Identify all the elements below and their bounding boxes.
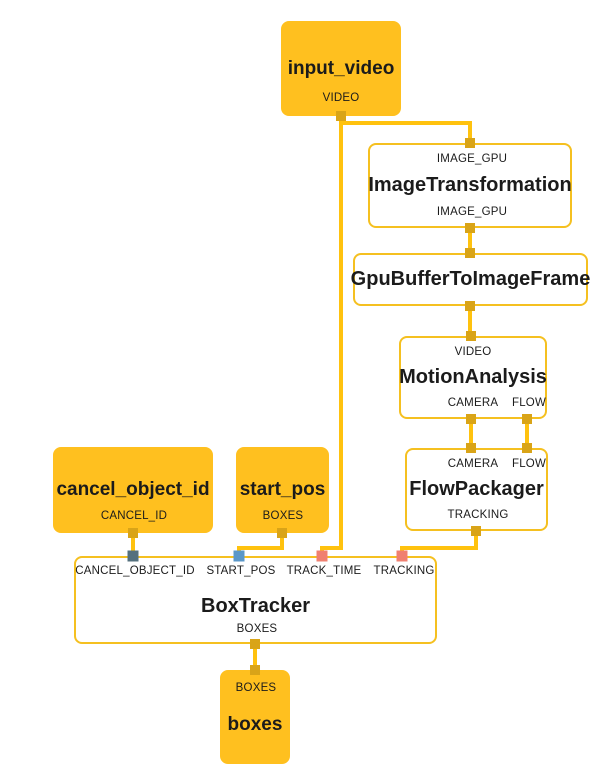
port-label-start-pos-in: START_POS <box>206 565 276 577</box>
edge-flowpackager-to-boxtracker-tracking <box>400 531 478 556</box>
node-title: cancel_object_id <box>56 479 210 501</box>
node-boxes[interactable]: BOXES boxes <box>220 670 290 764</box>
port-label-boxes-in: BOXES <box>235 682 277 694</box>
port-box-tracker-in-track-time[interactable] <box>316 550 328 562</box>
port-label-image-gpu-out: IMAGE_GPU <box>436 206 508 218</box>
node-start-pos[interactable]: start_pos BOXES <box>236 447 329 533</box>
port-motion-analysis-out-flow[interactable] <box>522 414 532 424</box>
port-flow-packager-in-camera[interactable] <box>466 443 476 453</box>
port-label-video: VIDEO <box>322 92 360 104</box>
port-label-camera-in: CAMERA <box>447 458 499 470</box>
port-label-cancel-id: CANCEL_ID <box>100 510 168 522</box>
port-start-pos-out[interactable] <box>277 528 287 538</box>
node-title: BoxTracker <box>201 594 310 617</box>
port-label-tracking-in: TRACKING <box>373 565 435 577</box>
port-flow-packager-in-flow[interactable] <box>522 443 532 453</box>
port-box-tracker-in-tracking[interactable] <box>396 550 408 562</box>
port-gpu-buffer-out[interactable] <box>465 301 475 311</box>
port-image-transformation-in[interactable] <box>465 138 475 148</box>
edge-startpos-to-boxtracker <box>237 533 284 556</box>
port-motion-analysis-in-video[interactable] <box>466 331 476 341</box>
node-motion-analysis[interactable]: VIDEO MotionAnalysis CAMERA FLOW <box>399 336 547 419</box>
port-image-transformation-out[interactable] <box>465 223 475 233</box>
node-image-transformation[interactable]: IMAGE_GPU ImageTransformation IMAGE_GPU <box>368 143 572 228</box>
port-label-flow-out: FLOW <box>511 397 547 409</box>
node-gpu-buffer-to-image-frame[interactable]: GpuBufferToImageFrame <box>350 253 591 306</box>
node-box-tracker[interactable]: CANCEL_OBJECT_ID START_POS TRACK_TIME TR… <box>74 556 437 644</box>
port-box-tracker-in-cancel-object-id[interactable] <box>127 550 139 562</box>
port-box-tracker-out-boxes[interactable] <box>250 639 260 649</box>
port-label-video-in: VIDEO <box>454 346 492 358</box>
node-title: MotionAnalysis <box>399 366 547 388</box>
node-flow-packager[interactable]: CAMERA FLOW FlowPackager TRACKING <box>405 448 548 531</box>
node-title: GpuBufferToImageFrame <box>350 268 591 290</box>
node-title: boxes <box>227 714 283 736</box>
port-label-camera-out: CAMERA <box>447 397 499 409</box>
node-cancel-object-id[interactable]: cancel_object_id CANCEL_ID <box>53 447 213 533</box>
node-title: FlowPackager <box>409 478 544 500</box>
port-boxes-in[interactable] <box>250 665 260 675</box>
port-input-video-out[interactable] <box>336 111 346 121</box>
port-motion-analysis-out-camera[interactable] <box>466 414 476 424</box>
port-label-tracking-out: TRACKING <box>447 509 509 521</box>
node-title: input_video <box>287 57 395 79</box>
node-title: start_pos <box>239 479 326 501</box>
node-title: ImageTransformation <box>368 174 572 196</box>
port-label-boxes-out: BOXES <box>262 510 304 522</box>
port-label-cancel-object-id-in: CANCEL_OBJECT_ID <box>75 565 195 577</box>
node-input-video[interactable]: input_video VIDEO <box>281 21 401 116</box>
edge-inputvideo-to-imagetransformation <box>339 116 472 143</box>
port-cancel-object-id-out[interactable] <box>128 528 138 538</box>
port-label-boxes-out: BOXES <box>236 623 278 635</box>
port-box-tracker-in-start-pos[interactable] <box>233 550 245 562</box>
port-flow-packager-out-tracking[interactable] <box>471 526 481 536</box>
port-label-flow-in: FLOW <box>511 458 547 470</box>
port-gpu-buffer-in[interactable] <box>465 248 475 258</box>
port-label-track-time-in: TRACK_TIME <box>286 565 362 577</box>
port-label-image-gpu-in: IMAGE_GPU <box>436 153 508 165</box>
